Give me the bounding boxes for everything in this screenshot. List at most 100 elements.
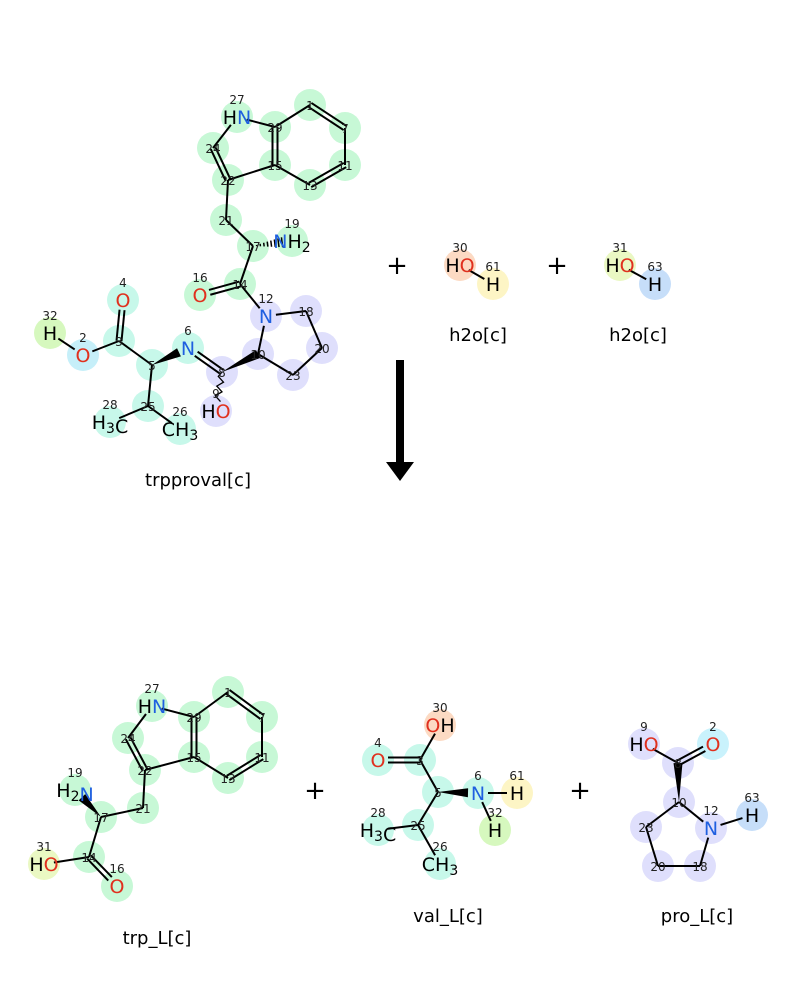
atom-symbol-char: O bbox=[620, 255, 635, 277]
molecule-name-trpproval: trpproval[c] bbox=[145, 470, 251, 491]
atom-number: 30 bbox=[432, 701, 447, 715]
atom-symbol: H bbox=[510, 783, 524, 805]
atom-highlight bbox=[34, 317, 66, 349]
atom-symbol-char: H bbox=[629, 734, 643, 756]
atom-number: 12 bbox=[703, 804, 718, 818]
atom-symbol-char: 3 bbox=[374, 829, 383, 845]
atom-symbol-char: O bbox=[216, 401, 231, 423]
single-bond bbox=[645, 826, 659, 867]
atom-symbol: O bbox=[706, 734, 721, 756]
atom-number: 2 bbox=[79, 331, 87, 345]
bonds bbox=[468, 269, 485, 280]
hash-bond bbox=[273, 239, 277, 248]
single-bond bbox=[212, 124, 232, 149]
atom-symbol: O bbox=[193, 285, 208, 307]
atom-symbol-char: C bbox=[383, 824, 396, 846]
atom-symbol-char: N bbox=[273, 231, 287, 253]
atom-symbol-char: H bbox=[510, 783, 524, 805]
double-bond bbox=[310, 102, 347, 127]
atom-symbol-char: O bbox=[425, 715, 440, 737]
atom-symbol-char: H bbox=[605, 255, 619, 277]
bonds bbox=[387, 733, 507, 856]
single-bond bbox=[227, 164, 276, 181]
atom-number: 32 bbox=[487, 806, 502, 820]
atom-symbol: O bbox=[110, 876, 125, 898]
atom-symbol-char: H bbox=[440, 715, 454, 737]
atom-highlight bbox=[424, 848, 456, 880]
plus-sign: + bbox=[546, 251, 568, 281]
single-bond bbox=[147, 405, 173, 424]
atom-number: 25 bbox=[410, 819, 425, 833]
hash-bond bbox=[280, 237, 284, 248]
single-bond bbox=[91, 340, 120, 353]
atom-symbol: H bbox=[486, 274, 500, 296]
atom-symbol-char: H bbox=[745, 805, 759, 827]
atom-symbol: O bbox=[76, 345, 91, 367]
single-bond bbox=[481, 801, 492, 822]
single-bond bbox=[53, 856, 90, 864]
atom-highlight bbox=[604, 249, 636, 281]
atom-symbol-char: N bbox=[471, 783, 485, 805]
atom-highlight bbox=[136, 690, 168, 722]
single-bond bbox=[419, 759, 439, 793]
atom-symbol: H bbox=[648, 274, 662, 296]
atom-symbol-char: H bbox=[175, 419, 189, 441]
atom-symbol: OH bbox=[425, 715, 454, 737]
atom-number: 17 bbox=[93, 811, 108, 825]
molecule-name-h2o: h2o[c] bbox=[449, 325, 507, 346]
atom-number: 31 bbox=[612, 241, 627, 255]
atom-number: 3 bbox=[416, 754, 424, 768]
single-bond bbox=[678, 801, 704, 823]
single-bond bbox=[274, 164, 311, 186]
single-bond bbox=[419, 733, 436, 761]
atom-symbol: HN bbox=[223, 107, 252, 129]
hash-bond bbox=[270, 240, 273, 247]
atom-highlights bbox=[34, 89, 361, 445]
single-bond bbox=[305, 310, 323, 349]
plus-sign: + bbox=[569, 776, 591, 806]
atom-number: 8 bbox=[218, 366, 226, 380]
single-bond bbox=[468, 269, 485, 280]
single-bond bbox=[225, 219, 254, 247]
atom-symbol: H bbox=[43, 323, 57, 345]
atom-symbol-char: H bbox=[43, 323, 57, 345]
atom-symbol-char: 3 bbox=[106, 421, 115, 437]
double-bond bbox=[129, 736, 149, 770]
double-bond bbox=[228, 758, 264, 781]
atom-number: 28 bbox=[370, 806, 385, 820]
atom-highlight bbox=[94, 406, 126, 438]
atom-symbol-char: 2 bbox=[302, 240, 311, 256]
atom-symbol-char: O bbox=[193, 285, 208, 307]
atom-symbol-char: H bbox=[486, 274, 500, 296]
atom-number: 15 bbox=[186, 751, 201, 765]
atom-symbol-char: O bbox=[371, 750, 386, 772]
double-bond bbox=[209, 148, 227, 182]
double-bond bbox=[214, 146, 232, 180]
single-bond bbox=[720, 817, 743, 826]
atom-symbol: N bbox=[181, 338, 195, 360]
atom-symbol: HO bbox=[201, 401, 230, 423]
atom-number: 23 bbox=[638, 821, 653, 835]
atom-highlight bbox=[444, 249, 476, 281]
atom-symbol: HO bbox=[29, 854, 58, 876]
single-bond bbox=[127, 713, 147, 739]
atom-symbol: H bbox=[488, 820, 502, 842]
atom-highlight bbox=[501, 777, 533, 809]
atom-symbol: N bbox=[471, 783, 485, 805]
double-bond bbox=[197, 350, 225, 371]
atom-number: 22 bbox=[137, 764, 152, 778]
atom-symbol-char: H bbox=[56, 780, 70, 802]
atom-symbol-char: O bbox=[76, 345, 91, 367]
atom-number: 18 bbox=[298, 305, 313, 319]
atom-symbol: NH2 bbox=[273, 231, 310, 256]
atom-highlight bbox=[362, 744, 394, 776]
single-bond bbox=[246, 118, 276, 128]
single-bond bbox=[274, 104, 311, 128]
atom-symbol-char: N bbox=[181, 338, 195, 360]
